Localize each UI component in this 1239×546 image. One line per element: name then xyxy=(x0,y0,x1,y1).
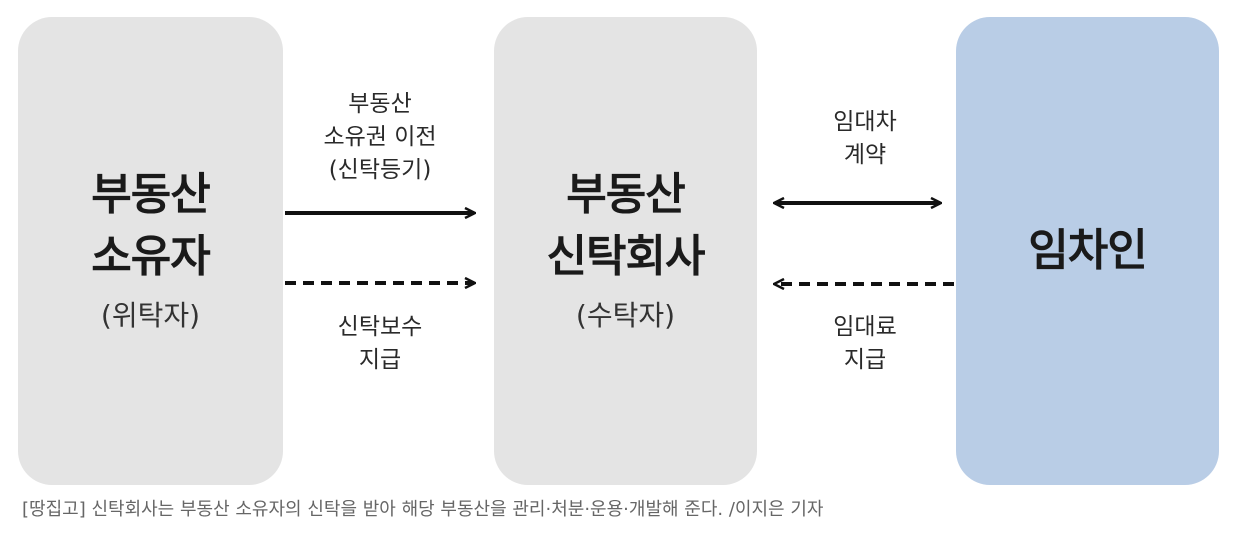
trust-title-line2: 신탁회사 xyxy=(546,231,706,282)
tenant-box: 임차인 xyxy=(956,17,1219,485)
trust-fee-label: 신탁보수 지급 xyxy=(285,311,475,377)
ownership-transfer-line1: 부동산 xyxy=(348,91,412,117)
rent-payment-line2: 지급 xyxy=(843,347,887,373)
owner-title-line2: 소유자 xyxy=(91,231,210,282)
lease-contract-label: 임대차 계약 xyxy=(775,106,955,172)
owner-box: 부동산 소유자 (위탁자) xyxy=(18,17,283,485)
ownership-transfer-label: 부동산 소유권 이전 (신탁등기) xyxy=(285,88,475,187)
trust-fee-line1: 신탁보수 xyxy=(337,314,423,340)
image-caption: [땅집고] 신탁회사는 부동산 소유자의 신탁을 받아 해당 부동산을 관리·처… xyxy=(22,499,824,520)
lease-contract-line2: 계약 xyxy=(843,142,887,168)
lease-contract-line1: 임대차 xyxy=(833,109,897,135)
trust-fee-line2: 지급 xyxy=(358,347,402,373)
rent-payment-label: 임대료 지급 xyxy=(775,311,955,377)
ownership-transfer-line2: 소유권 이전 xyxy=(323,124,437,150)
trust-company-box: 부동산 신탁회사 (수탁자) xyxy=(494,17,757,485)
owner-title-line1: 부동산 xyxy=(91,169,210,220)
ownership-transfer-line3: (신탁등기) xyxy=(328,157,432,183)
owner-subtitle: (위탁자) xyxy=(100,299,201,332)
rent-payment-line1: 임대료 xyxy=(833,314,897,340)
tenant-title: 임차인 xyxy=(1028,225,1147,276)
trust-title-line1: 부동산 xyxy=(566,169,685,220)
trust-subtitle: (수탁자) xyxy=(575,299,676,332)
